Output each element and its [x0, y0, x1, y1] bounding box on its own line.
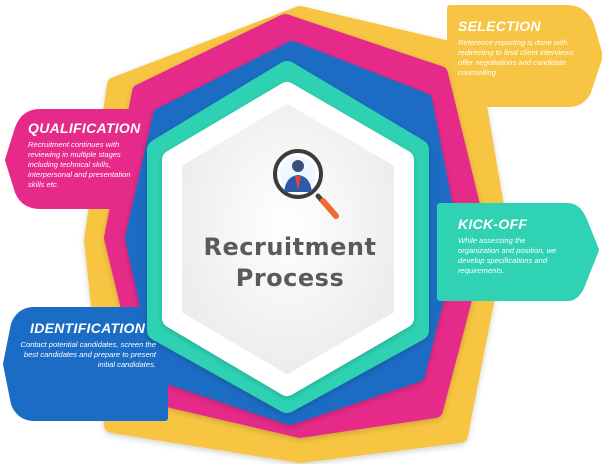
selection-text: Reference reporting is done with redirec…: [458, 38, 574, 77]
qualification-text: Recruitment continues with reviewing in …: [28, 140, 131, 189]
kickoff-stage: KICK-OFF While assessing the organizatio…: [458, 216, 568, 276]
kickoff-text: While assessing the organization and pos…: [458, 236, 557, 275]
center-hexagon: [162, 82, 414, 396]
identification-callout: [3, 307, 168, 421]
center-title-line2: Process: [235, 264, 345, 292]
magnifier-person-icon: [273, 149, 339, 219]
identification-text: Contact potential candidates, screen the…: [20, 340, 156, 369]
selection-callout: [447, 5, 602, 107]
identification-title: IDENTIFICATION: [30, 320, 146, 336]
identification-stage: IDENTIFICATION Contact potential candida…: [20, 320, 156, 370]
selection-stage: SELECTION Reference reporting is done wi…: [458, 18, 586, 78]
qualification-callout: [5, 109, 161, 209]
qualification-stage: QUALIFICATION Recruitment continues with…: [28, 120, 148, 190]
kickoff-callout: [437, 203, 599, 301]
qualification-title: QUALIFICATION: [28, 120, 141, 136]
center-title-line1: Recruitment: [203, 233, 377, 261]
kickoff-title: KICK-OFF: [458, 216, 528, 232]
selection-title: SELECTION: [458, 18, 541, 34]
center-title: Recruitment Process: [190, 232, 390, 294]
